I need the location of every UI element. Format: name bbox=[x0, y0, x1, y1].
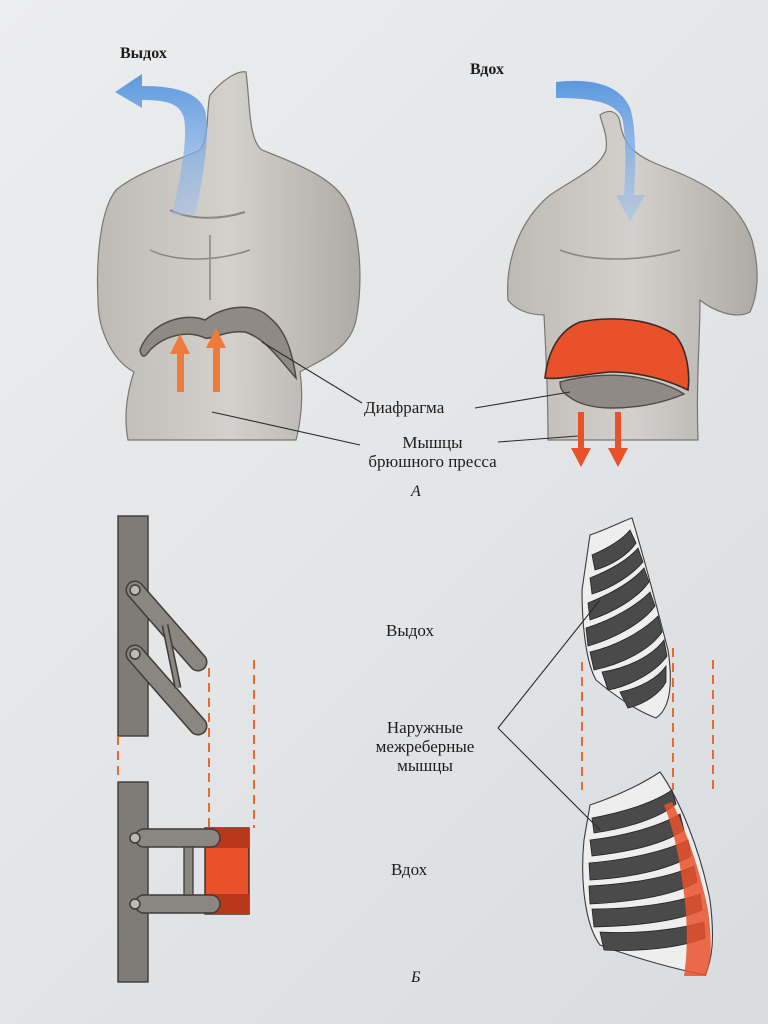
panel-b-letter: Б bbox=[411, 969, 421, 986]
abdominal-label-line1: Мышцы bbox=[402, 433, 463, 452]
inhale-air-arrow bbox=[556, 80, 645, 222]
intercostal-line1: Наружные bbox=[386, 718, 464, 737]
panel-a-letter: А bbox=[411, 483, 421, 500]
exhale-title: Выдох bbox=[120, 45, 167, 62]
left-dashed-guides bbox=[117, 660, 255, 828]
exhale-diaphragm bbox=[139, 306, 298, 381]
right-dashed-guides bbox=[581, 648, 714, 790]
diaphragm-label: Диафрагма bbox=[364, 398, 445, 417]
ribcage-exhale bbox=[581, 517, 671, 719]
lever-model-exhale bbox=[117, 515, 208, 737]
inhale-title: Вдох bbox=[470, 61, 504, 78]
inhale-torso bbox=[507, 110, 758, 467]
lever-model-inhale bbox=[117, 781, 250, 983]
intercostal-line3: мышцы bbox=[397, 756, 453, 775]
abdominal-muscles-label: Мышцы брюшного пресса bbox=[360, 433, 505, 471]
inhale-down-arrows bbox=[571, 412, 628, 467]
exhale-air-arrow bbox=[115, 74, 207, 215]
abdominal-label-line2: брюшного пресса bbox=[368, 452, 497, 471]
exhale-up-arrows bbox=[170, 328, 226, 392]
panel-b-exhale-label: Выдох bbox=[386, 621, 434, 640]
inhale-intercostal-red bbox=[664, 802, 711, 976]
inhale-diaphragm bbox=[559, 374, 686, 409]
intercostal-muscles-label: Наружные межреберные мышцы bbox=[355, 718, 495, 775]
intercostal-line2: межреберные bbox=[375, 737, 475, 756]
ribcage-inhale bbox=[582, 771, 714, 976]
panel-a-leaders bbox=[211, 341, 579, 446]
exhale-torso bbox=[96, 71, 361, 441]
panel-b-inhale-label: Вдох bbox=[391, 860, 428, 879]
inhale-muscle-red bbox=[544, 318, 690, 392]
panel-b-leaders bbox=[497, 599, 601, 831]
